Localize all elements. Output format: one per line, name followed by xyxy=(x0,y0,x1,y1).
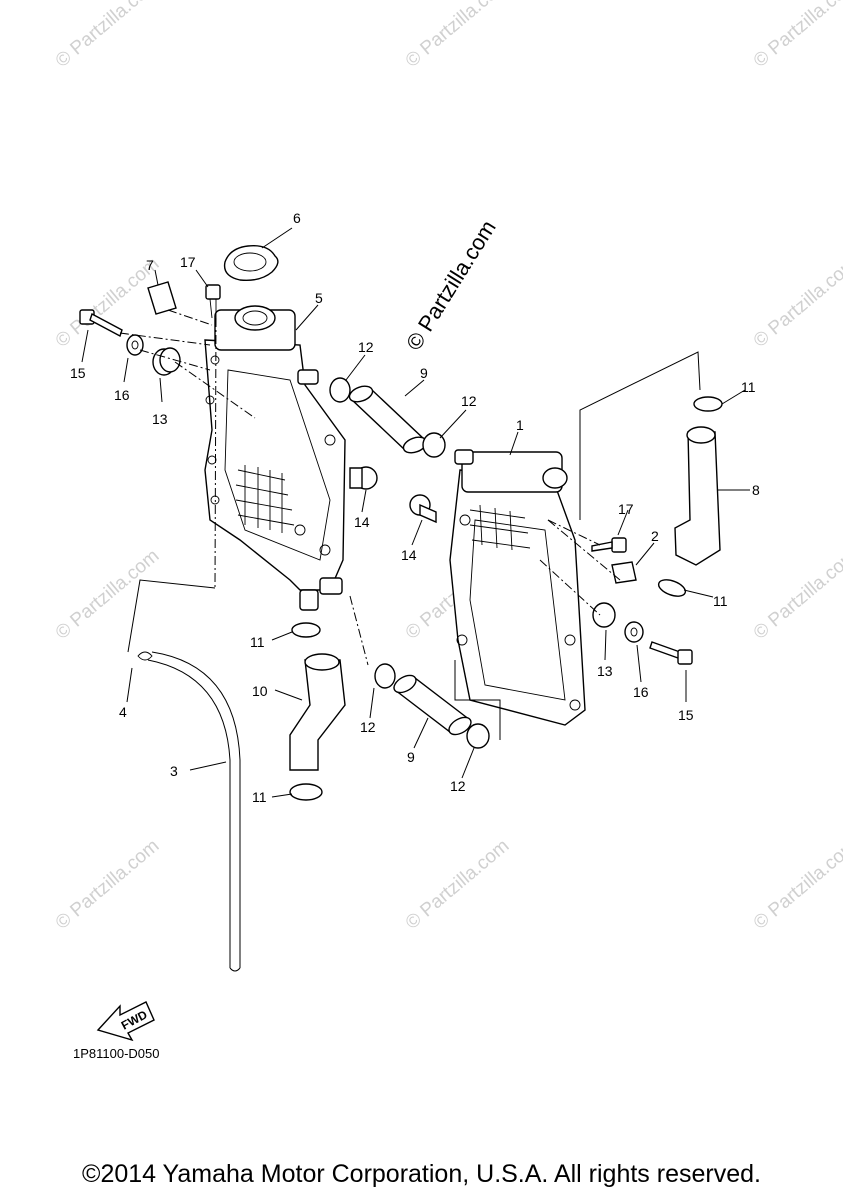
assembly-lines xyxy=(119,309,701,740)
main-watermark: © Partzilla.com xyxy=(401,216,501,355)
watermark: © Partzilla.com xyxy=(402,835,514,933)
callout-labels: 1 2 3 4 5 6 7 8 9 9 10 11 11 11 11 12 12… xyxy=(70,210,760,805)
callout-number: 14 xyxy=(354,514,370,530)
copyright-notice: ©2014 Yamaha Motor Corporation, U.S.A. A… xyxy=(82,1160,761,1188)
watermark: © Partzilla.com xyxy=(750,0,843,72)
bolt-17-right xyxy=(591,537,627,553)
watermark: © Partzilla.com xyxy=(750,253,843,351)
callout-number: 4 xyxy=(119,704,127,720)
hose-10 xyxy=(289,653,346,771)
callout-number: 14 xyxy=(401,547,417,563)
callout-number: 2 xyxy=(651,528,659,544)
watermark: © Partzilla.com xyxy=(750,545,843,643)
bolt-17-left xyxy=(205,284,221,319)
bolt-15-right xyxy=(649,641,693,665)
washer-16-left xyxy=(126,334,144,356)
damper-plate-right xyxy=(611,561,637,584)
core-mesh-right xyxy=(469,504,531,551)
radiator-cap xyxy=(223,245,279,282)
breather-hose-3 xyxy=(147,651,241,972)
callout-number: 13 xyxy=(597,663,613,679)
callout-number: 6 xyxy=(293,210,301,226)
clamps-11-12 xyxy=(289,377,723,801)
washer-16-right xyxy=(624,621,644,643)
callout-number: 16 xyxy=(114,387,130,403)
callout-number: 9 xyxy=(420,365,428,381)
callout-number: 7 xyxy=(146,257,154,273)
callout-number: 11 xyxy=(252,789,267,805)
watermark: © Partzilla.com xyxy=(52,835,164,933)
watermark: © Partzilla.com xyxy=(750,835,843,933)
hose-9-upper xyxy=(348,385,428,454)
callout-number: 5 xyxy=(315,290,323,306)
callout-number: 3 xyxy=(170,763,178,779)
hose-8 xyxy=(674,426,721,566)
callout-number: 10 xyxy=(252,683,268,699)
radiator-left xyxy=(204,305,346,611)
catalog-code: 1P81100-D050 xyxy=(73,1046,160,1061)
callout-number: 12 xyxy=(450,778,466,794)
watermark: © Partzilla.com xyxy=(52,545,164,643)
watermark: © Partzilla.com xyxy=(52,0,164,72)
core-mesh-left xyxy=(235,465,295,533)
callout-number: 15 xyxy=(70,365,86,381)
callout-number: 12 xyxy=(360,719,376,735)
callout-number: 12 xyxy=(358,339,374,355)
grommet-13-left xyxy=(152,347,181,376)
radiator-right xyxy=(449,449,586,726)
collar-14-left xyxy=(349,466,378,490)
bolt-15-left xyxy=(79,309,123,338)
collar-14-right xyxy=(409,494,437,524)
callout-number: 1 xyxy=(516,417,524,433)
fwd-arrow-icon: FWD xyxy=(96,1001,155,1042)
callout-number: 11 xyxy=(250,634,265,650)
callout-number: 8 xyxy=(752,482,760,498)
hose-9-lower xyxy=(393,674,472,736)
callout-number: 12 xyxy=(461,393,477,409)
damper-plate-left xyxy=(147,281,177,315)
callout-number: 11 xyxy=(741,379,756,395)
callout-number: 11 xyxy=(713,593,728,609)
grommet-13-right xyxy=(592,602,616,628)
clip-4 xyxy=(137,651,153,661)
callout-number: 16 xyxy=(633,684,649,700)
watermark-layer: © Partzilla.com © Partzilla.com © Partzi… xyxy=(52,0,843,934)
callout-number: 17 xyxy=(180,254,196,270)
callout-number: 15 xyxy=(678,707,694,723)
watermark: © Partzilla.com xyxy=(402,0,514,72)
callout-number: 9 xyxy=(407,749,415,765)
callout-number: 17 xyxy=(618,501,634,517)
callout-number: 13 xyxy=(152,411,168,427)
leader-lines xyxy=(81,227,750,798)
